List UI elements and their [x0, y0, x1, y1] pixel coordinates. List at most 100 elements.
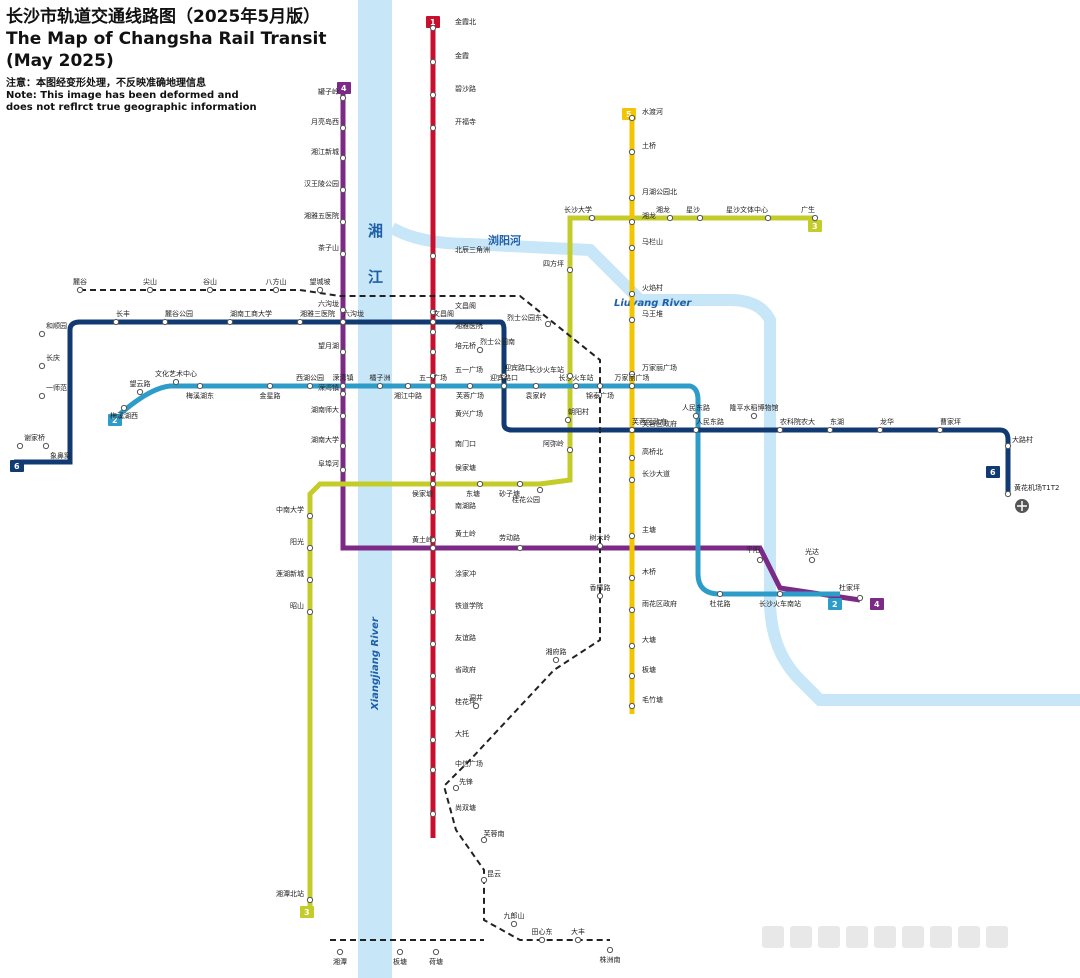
station-marker	[500, 382, 508, 390]
station-marker	[336, 948, 344, 956]
station-marker	[161, 318, 169, 326]
station-marker	[396, 948, 404, 956]
station-marker	[429, 640, 437, 648]
station-marker	[538, 936, 546, 944]
station-marker	[776, 590, 784, 598]
station-label: 湘龙	[656, 205, 670, 214]
station-marker	[76, 286, 84, 294]
station-marker	[376, 382, 384, 390]
station-marker	[628, 194, 636, 202]
station-marker	[306, 544, 314, 552]
title-zh: 长沙市轨道交通线路图（2025年5月版）	[6, 7, 321, 27]
xiangjiang-en-label: Xiangjiang River	[370, 616, 381, 711]
station-marker	[306, 576, 314, 584]
liuyang-river	[389, 222, 1080, 706]
note-en-1: Note: This image has been deformed and	[6, 90, 239, 101]
watermark-block	[874, 926, 896, 948]
line-3-badge-south-label: 3	[304, 908, 310, 917]
station-marker	[628, 382, 636, 390]
line-2-badge-east-label: 2	[832, 600, 838, 609]
station-marker	[112, 318, 120, 326]
station-marker	[272, 286, 280, 294]
station-label: 中南大学	[276, 505, 304, 514]
station-marker	[339, 124, 347, 132]
line-6-badge-east	[986, 466, 1000, 478]
station-label: 芙蓉南	[484, 829, 505, 838]
line-6	[14, 319, 1011, 494]
station-label: 东湖	[830, 417, 844, 426]
line-2-badge-east	[828, 598, 842, 610]
station-label: 北辰三角洲	[455, 245, 490, 254]
station-label: 长丰	[116, 309, 130, 318]
watermark-block	[930, 926, 952, 948]
station-marker	[452, 784, 460, 792]
station-label: 曹家坪	[940, 417, 961, 426]
line-6-badge-east-label: 6	[990, 468, 996, 477]
station-label: 雨花区政府	[642, 599, 677, 608]
station-label: 莲湖新城	[276, 569, 304, 578]
station-marker	[666, 214, 674, 222]
station-label: 东塘	[466, 489, 480, 498]
station-marker	[552, 656, 560, 664]
station-marker	[516, 544, 524, 552]
note-en-2: does not reflrct true geographic informa…	[6, 102, 257, 113]
station-marker	[628, 454, 636, 462]
station-marker	[120, 404, 128, 412]
station-marker	[429, 328, 437, 336]
station-marker	[306, 896, 314, 904]
station-label: 八方山	[266, 277, 287, 286]
station-marker	[339, 318, 347, 326]
station-label: 湘龙	[642, 211, 656, 220]
line-2-badge-west	[108, 414, 122, 426]
xiang-label-2: 江	[368, 268, 383, 286]
station-label: 板塘	[642, 665, 656, 674]
station-label: 金星路	[260, 391, 281, 400]
station-label: 木桥	[642, 567, 656, 576]
map-title: 长沙市轨道交通线路图（2025年5月版） The Map of Changsha…	[6, 6, 326, 72]
station-label: 涂家冲	[455, 569, 476, 578]
station-marker	[628, 672, 636, 680]
station-marker	[628, 316, 636, 324]
station-label: 金霞	[455, 51, 469, 60]
station-label: 湘雅三医院	[300, 309, 335, 318]
station-label: 星沙	[686, 206, 700, 214]
station-label: 锦泰广场	[586, 391, 614, 400]
station-label: 侯家塘	[455, 463, 476, 472]
station-label: 火焰村	[642, 283, 663, 292]
station-label: 望云路	[130, 379, 151, 388]
station-label: 开福寺	[455, 117, 476, 126]
station-label: 西湖公园	[296, 373, 324, 382]
station-marker	[466, 382, 474, 390]
watermark-block	[846, 926, 868, 948]
line-4-badge-east	[870, 598, 884, 610]
station-marker	[306, 512, 314, 520]
station-label: 板塘	[393, 957, 407, 966]
station-label: 谷山	[203, 277, 217, 286]
station-marker	[339, 442, 347, 450]
station-marker	[628, 702, 636, 710]
station-label: 长沙大学	[564, 205, 592, 214]
station-marker	[628, 426, 636, 434]
station-marker	[172, 378, 180, 386]
line-3-badge-east	[808, 220, 822, 232]
station-marker	[572, 382, 580, 390]
watermark-block	[902, 926, 924, 948]
station-label: 株洲南	[600, 955, 621, 964]
station-label: 六沟垅	[318, 299, 339, 308]
station-label: 和顺园	[46, 321, 67, 330]
station-label: 四方坪	[543, 259, 564, 268]
station-marker	[476, 480, 484, 488]
station-label: 香樟路	[590, 583, 611, 592]
station-label: 黄土岭	[412, 535, 433, 544]
station-marker	[42, 442, 50, 450]
station-label: 象鼻窝	[50, 451, 71, 460]
station-label: 主塘	[642, 525, 656, 534]
station-marker	[480, 836, 488, 844]
station-marker	[808, 556, 816, 564]
station-marker	[628, 642, 636, 650]
station-label: 梅溪湖东	[186, 391, 214, 400]
xiang-label-1: 湘	[368, 222, 383, 240]
station-marker	[692, 426, 700, 434]
station-marker	[16, 442, 24, 450]
station-label: 马栏山	[642, 237, 663, 246]
